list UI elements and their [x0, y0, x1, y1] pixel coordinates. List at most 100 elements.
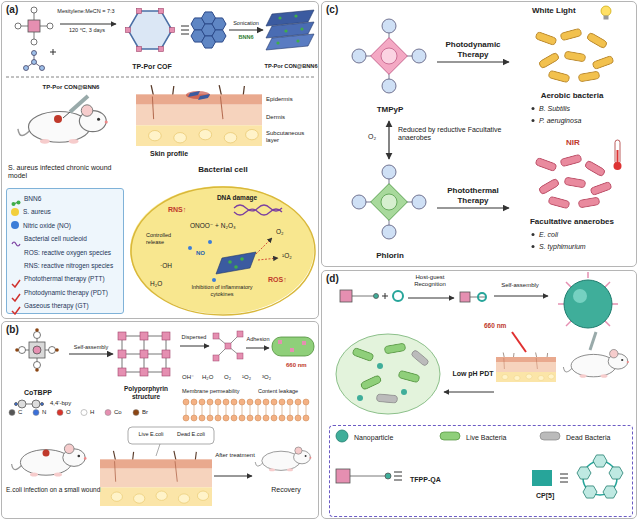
dna-strand	[234, 205, 282, 215]
process-arrow	[214, 476, 252, 477]
annotation: Mesitylene:MeCN = 7:3	[54, 8, 118, 15]
nanosheet-in-cell	[216, 252, 256, 274]
annotation: ¹O₂	[282, 252, 298, 260]
legend-icon	[11, 301, 21, 310]
node-label: (d)	[326, 273, 350, 285]
connector-arrow	[69, 353, 113, 354]
phlorin-molecule	[352, 165, 426, 239]
legend-row: Bacterial cell nucleoid	[11, 232, 121, 245]
annotation: Inhibition of inflammatory cytokines	[184, 284, 260, 297]
legend-swatch	[11, 221, 19, 229]
cell-membrane	[131, 187, 315, 315]
annotation: H	[90, 409, 100, 416]
legend-icon	[11, 274, 21, 283]
process-arrow	[444, 392, 494, 393]
annotation: Dead E.coli	[172, 431, 210, 438]
host-guest-complex	[460, 292, 486, 302]
legend-text: BNN6	[24, 195, 41, 202]
legend-icon	[11, 234, 21, 243]
node-label: B. Subtilis	[539, 105, 633, 113]
light-bulb	[601, 6, 611, 20]
atom-key	[9, 410, 139, 416]
annotation: After treatment	[212, 452, 258, 459]
laser-beam	[512, 332, 526, 352]
plus-sign	[50, 49, 56, 55]
legend-text: S. aureus	[23, 208, 51, 215]
bacteria-group: Aerobic bacteriaB. SubtilisP. aeruginosa	[509, 25, 635, 133]
legend-row: Gaseous therapy (GT)	[11, 299, 121, 312]
legend-text: Photothermal therapy (PTT)	[24, 275, 105, 282]
molecule-figure: TMPyP	[343, 13, 437, 121]
connector-arrow	[388, 121, 389, 159]
mouse	[12, 444, 87, 476]
annotation: Content leakage	[258, 388, 314, 395]
annotation: C	[18, 409, 28, 416]
inset-pointer	[156, 444, 160, 456]
legend-row: Nitric oxide (NO)	[11, 219, 121, 232]
infection-zoom	[336, 334, 440, 414]
annotation: Controlled release	[146, 232, 182, 245]
process-arrow	[180, 346, 209, 347]
annotation: Low pH PDT	[448, 370, 498, 378]
node-label: Facultative anaerobes	[509, 217, 635, 227]
nanoparticle	[558, 272, 618, 328]
legend-icon	[11, 261, 21, 270]
panel-frame: (d)NanoparticleLive BacteriaDead Bacteri…	[321, 270, 637, 519]
edge-label: Sonication	[229, 20, 263, 27]
node-label: Aerobic bacteria	[509, 91, 635, 101]
legend-row: Photothermal therapy (PTT)	[11, 272, 121, 285]
edge-label: Photothermal Therapy	[438, 186, 508, 205]
annotation: Subcutaneous layer	[266, 130, 316, 144]
bnn6-icon	[11, 199, 21, 208]
skin-profile	[100, 451, 212, 506]
node-label: Dead Bacteria	[566, 434, 632, 442]
annotation: NO	[196, 250, 212, 257]
bacteria-group: Facultative anaerobesE. coliS. typhimuri…	[509, 151, 635, 259]
structure-figure: Polyporphyrin structure	[113, 327, 179, 405]
material-figure: TP-Por COF	[121, 5, 229, 77]
annotation: DNA damage	[214, 194, 260, 202]
hexagonal-grid	[191, 12, 226, 48]
membrane	[183, 399, 309, 421]
anaerobic-bacteria	[535, 154, 612, 209]
annotation: O₂	[224, 374, 238, 381]
annotation: RNS↑	[168, 206, 194, 214]
molecule-figure: CoTBPP	[7, 327, 69, 401]
annotation: Live E.coli	[132, 431, 170, 438]
connector-arrow	[437, 207, 509, 208]
annotation: Epidermis	[266, 96, 316, 103]
annotation: Co	[114, 409, 128, 416]
legend-panel: NanoparticleLive BacteriaDead BacteriaTF…	[329, 425, 633, 517]
cof-structure	[126, 9, 175, 52]
legend-text: Nitric oxide (NO)	[23, 222, 71, 229]
annotation: Br	[142, 409, 156, 416]
annotation: ·OH	[160, 262, 180, 270]
annotation: Dermis	[266, 114, 316, 121]
mouse	[563, 350, 629, 378]
divider	[6, 77, 314, 78]
annotation: Skin profile	[150, 150, 210, 158]
legend-row: S. aureus	[11, 205, 121, 218]
molecule-figure: Phlorin	[343, 159, 437, 267]
monomer-amine	[24, 51, 45, 71]
legend-text: Photodynamic therapy (PDT)	[24, 289, 108, 296]
legend-icon	[11, 248, 21, 257]
annotation: Self-assembly	[492, 282, 548, 289]
annotation: ONOO⁻ + N₂O₃	[190, 222, 250, 230]
tfpp-qa-molecule	[340, 290, 379, 302]
node-label: S. typhimurium	[539, 243, 633, 251]
annotation: Adhesion	[244, 336, 272, 343]
node-label: Live Bacteria	[466, 434, 556, 442]
process-arrow	[494, 296, 548, 297]
check-icon	[11, 293, 21, 302]
wound-site	[186, 91, 210, 100]
ros-arrows	[256, 238, 278, 260]
annotation: 120 °C, 3 days	[56, 27, 118, 34]
annotation: ¹O₂	[242, 374, 258, 381]
plus-sign	[382, 293, 388, 299]
node-label: Polyporphyrin structure	[113, 385, 179, 401]
wound	[43, 450, 50, 457]
node-label: (a)	[6, 4, 30, 16]
node-label: TP-Por COF	[121, 63, 183, 71]
legend-text: ROS: reactive oxygen species	[24, 249, 111, 256]
